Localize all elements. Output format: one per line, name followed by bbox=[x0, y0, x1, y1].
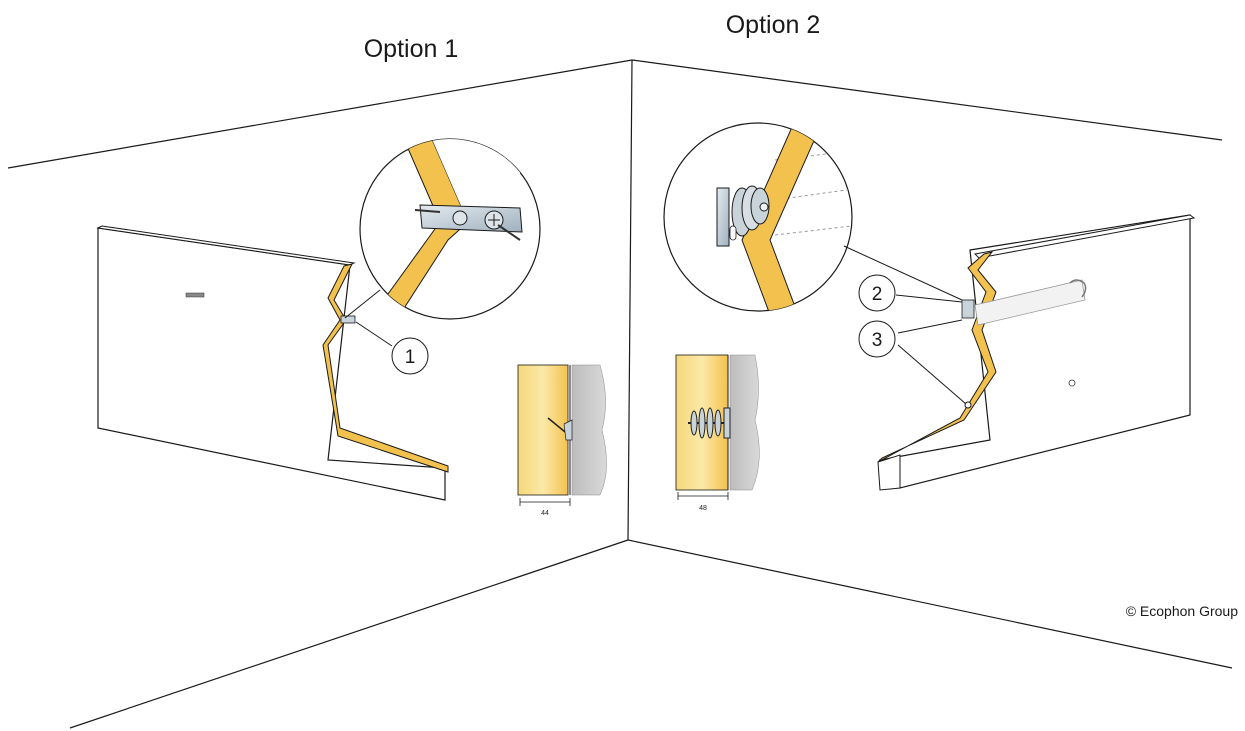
section-view-right: 48 bbox=[675, 354, 760, 512]
callout-3: 3 bbox=[858, 320, 896, 358]
callout-number: 3 bbox=[872, 330, 883, 351]
copyright-notice: © Ecophon Group bbox=[1126, 603, 1238, 619]
left-wall-panel bbox=[96, 225, 449, 501]
callout-number: 1 bbox=[405, 347, 416, 368]
callout-1: 1 bbox=[391, 337, 429, 375]
room-outline bbox=[7, 59, 1233, 729]
section-view-left: 44 bbox=[517, 364, 607, 517]
option-1-title: Option 1 bbox=[364, 35, 459, 63]
panel-edge bbox=[322, 263, 449, 473]
callout-leaders bbox=[355, 245, 967, 405]
option-2-title: Option 2 bbox=[726, 11, 821, 39]
detail-circle-right bbox=[663, 122, 853, 312]
callout-number: 2 bbox=[872, 284, 883, 305]
spring-anchor-section bbox=[688, 407, 731, 439]
dimension-44: 44 bbox=[541, 510, 549, 517]
right-wall-panel bbox=[877, 214, 1196, 491]
dimension-48: 48 bbox=[699, 505, 707, 512]
detail-circle-left bbox=[359, 138, 541, 320]
callout-2: 2 bbox=[858, 274, 896, 312]
